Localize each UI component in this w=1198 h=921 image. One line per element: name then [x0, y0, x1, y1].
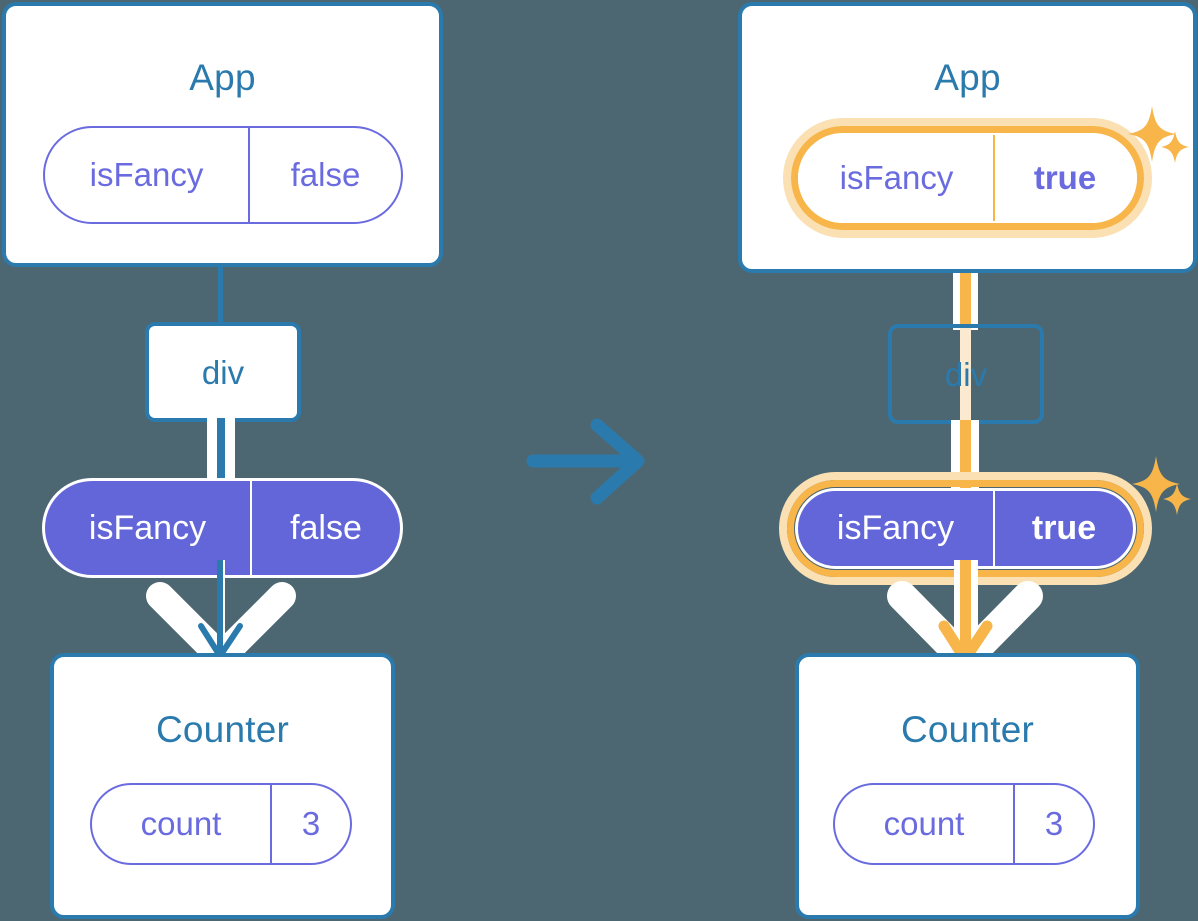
app-state-highlight-glow-after: [783, 118, 1152, 238]
counter-state-value-before: 3: [301, 805, 321, 842]
div-label-before: div: [201, 354, 245, 391]
sparkle-app-state: [1128, 106, 1189, 163]
connector-through-div-right: [960, 326, 971, 421]
props-name-before: isFancy: [88, 508, 207, 547]
counter-state-value-after: 3: [1044, 805, 1064, 842]
app-title-before: App: [189, 57, 256, 98]
app-state-pill-before[interactable]: isFancy false: [43, 126, 403, 224]
sparkle-props: [1132, 456, 1191, 515]
app-state-name-before: isFancy: [89, 156, 204, 193]
div-label-after: div: [944, 356, 988, 393]
counter-state-pill-after[interactable]: count 3: [833, 783, 1095, 865]
connector-div-to-props-right: [960, 420, 971, 490]
connector-app-to-div-left: [218, 263, 223, 325]
pill-divider: [270, 785, 272, 863]
pill-divider: [993, 491, 995, 566]
pill-divider: [993, 135, 995, 221]
app-title-after: App: [934, 57, 1001, 98]
counter-state-name-before: count: [140, 805, 222, 842]
app-state-pill-after[interactable]: isFancy true: [798, 133, 1137, 223]
app-state-name-after: isFancy: [839, 159, 954, 196]
connector-app-to-div-right: [960, 250, 971, 330]
counter-state-name-after: count: [883, 805, 965, 842]
app-state-value-after: true: [1033, 159, 1097, 196]
app-state-highlight-ring-after: [791, 126, 1144, 230]
counter-title-after: Counter: [900, 709, 1035, 750]
counter-state-pill-before[interactable]: count 3: [90, 783, 352, 865]
pill-divider: [250, 481, 252, 575]
pill-divider: [1013, 785, 1015, 863]
props-value-after: true: [1031, 509, 1097, 547]
props-value-before: false: [290, 508, 362, 547]
sparkle-4-point-small-icon: [1163, 483, 1191, 515]
arrow-right-icon: [526, 418, 645, 505]
sparkle-4-point-small-icon: [1161, 131, 1189, 163]
connector-div-to-props-left: [217, 418, 225, 488]
app-state-value-before: false: [290, 156, 361, 193]
counter-title-before: Counter: [155, 709, 290, 750]
props-name-after: isFancy: [836, 509, 955, 547]
pill-divider: [248, 128, 250, 222]
sparkle-4-point-icon: [1132, 456, 1180, 512]
sparkle-4-point-icon: [1128, 106, 1176, 162]
